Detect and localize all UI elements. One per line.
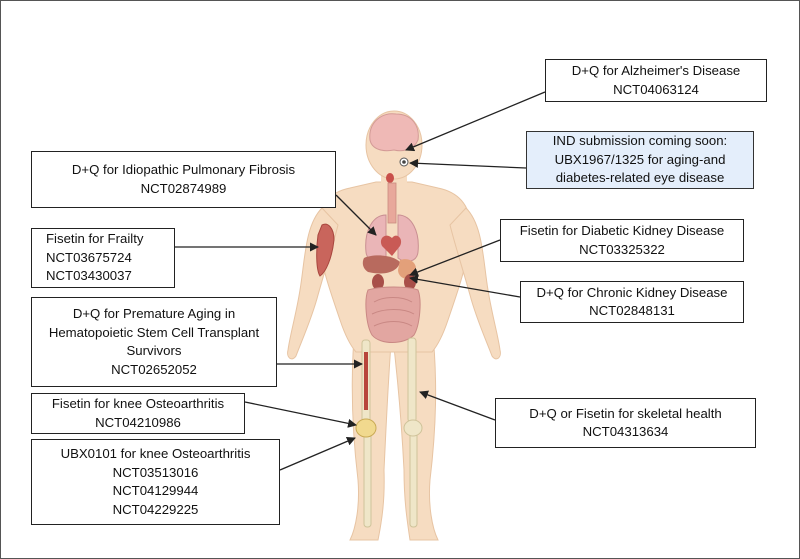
callout-ipf-line-2: NCT02874989 bbox=[140, 180, 227, 196]
callout-alzheimers-line-1: D+Q for Alzheimer's Disease bbox=[571, 63, 741, 78]
callout-fisetin-knee-line-1: Fisetin for knee Osteoarthritis bbox=[51, 396, 225, 411]
callout-diabetic-kidney-line-1: Fisetin for Diabetic Kidney Disease bbox=[519, 223, 725, 238]
muscle-left-arm bbox=[316, 223, 335, 277]
callout-ubx-knee: UBX0101 for knee Osteoarthritis NCT03513… bbox=[31, 439, 280, 525]
callout-premature-aging-line-4: NCT02652052 bbox=[111, 361, 197, 377]
callout-ipf: D+Q for Idiopathic Pulmonary Fibrosis NC… bbox=[31, 151, 336, 208]
callout-diabetic-kidney: Fisetin for Diabetic Kidney Disease NCT0… bbox=[500, 219, 744, 262]
connector-arrows bbox=[175, 91, 546, 471]
callout-ipf-line-1: D+Q for Idiopathic Pulmonary Fibrosis bbox=[71, 162, 296, 177]
callout-skeletal-line-2: NCT04313634 bbox=[582, 424, 669, 439]
callout-chronic-kidney: D+Q for Chronic Kidney Disease NCT028481… bbox=[520, 281, 744, 323]
callout-premature-aging-line-2: Hematopoietic Stem Cell Transplant bbox=[48, 324, 260, 340]
callout-alzheimers-line-2: NCT04063124 bbox=[613, 81, 699, 97]
organs bbox=[362, 113, 421, 343]
callout-eye-line-1: IND submission coming soon: bbox=[552, 133, 728, 149]
callout-premature-aging-line-3: Survivors bbox=[126, 343, 182, 358]
callout-frailty-line-3: NCT03430037 bbox=[46, 268, 132, 284]
arrow-alzheimers bbox=[405, 91, 546, 152]
arrow-diabetic-kidney bbox=[409, 239, 501, 277]
callout-premature-aging-line-1: D+Q for Premature Aging in bbox=[72, 306, 236, 321]
arrow-ubx-knee bbox=[279, 437, 356, 471]
callout-premature-aging: D+Q for Premature Aging in Hematopoietic… bbox=[31, 297, 277, 387]
arrow-ipf bbox=[335, 194, 377, 236]
callout-ubx-knee-line-1: UBX0101 for knee Osteoarthritis bbox=[60, 446, 251, 461]
callout-eye: IND submission coming soon: UBX1967/1325… bbox=[526, 131, 754, 189]
callout-ubx-knee-line-2: NCT03513016 bbox=[112, 464, 199, 480]
callout-fisetin-knee: Fisetin for knee Osteoarthritis NCT04210… bbox=[31, 393, 245, 434]
arrow-skeletal bbox=[419, 390, 496, 421]
callout-ubx-knee-line-4: NCT04229225 bbox=[112, 501, 199, 517]
callout-skeletal-line-1: D+Q or Fisetin for skeletal health bbox=[529, 405, 722, 421]
callout-fisetin-knee-line-2: NCT04210986 bbox=[95, 414, 181, 430]
callout-eye-line-2: UBX1967/1325 for aging-and bbox=[554, 151, 726, 167]
callout-chronic-kidney-line-1: D+Q for Chronic Kidney Disease bbox=[536, 284, 728, 300]
arrow-chronic-kidney bbox=[409, 274, 521, 298]
callout-frailty: Fisetin for Frailty NCT03675724 NCT03430… bbox=[31, 228, 175, 288]
arrow-eye bbox=[409, 158, 527, 169]
callout-chronic-kidney-line-2: NCT02848131 bbox=[589, 303, 675, 318]
arrow-fisetin-knee bbox=[244, 401, 357, 428]
callout-frailty-line-1: Fisetin for Frailty bbox=[46, 231, 144, 247]
callout-alzheimers: D+Q for Alzheimer's Disease NCT04063124 bbox=[545, 59, 767, 102]
bones bbox=[355, 337, 423, 528]
callout-skeletal: D+Q or Fisetin for skeletal health NCT04… bbox=[495, 398, 756, 448]
callout-ubx-knee-line-3: NCT04129944 bbox=[112, 483, 199, 498]
callout-frailty-line-2: NCT03675724 bbox=[46, 249, 132, 265]
callout-eye-line-3: diabetes-related eye disease bbox=[555, 170, 725, 186]
callout-diabetic-kidney-line-2: NCT03325322 bbox=[579, 241, 665, 257]
